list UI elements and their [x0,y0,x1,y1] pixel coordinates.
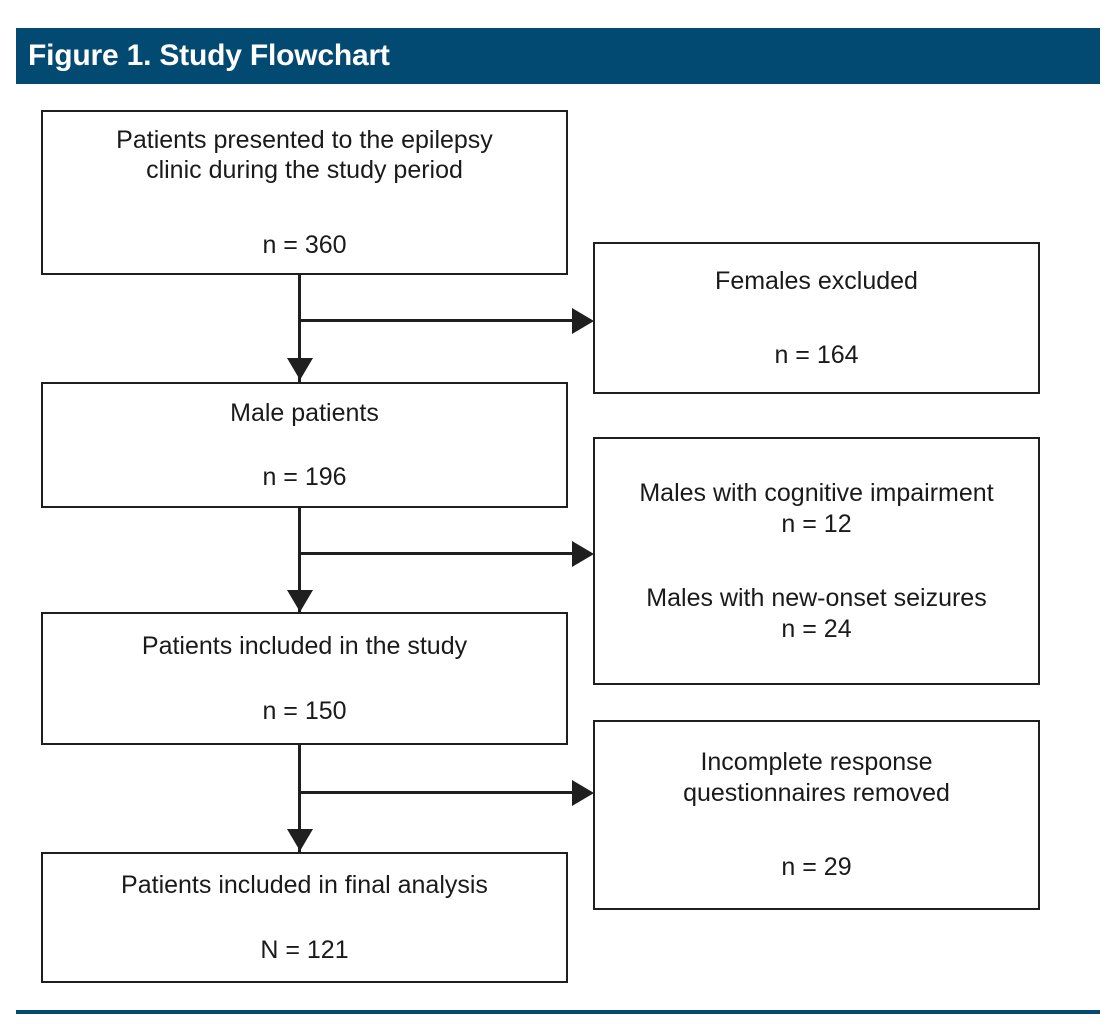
arrowhead-down-to-final-analysis [287,829,313,851]
connector-branch-to-females-excluded [298,319,576,322]
figure-title: Figure 1. Study Flowchart [28,39,390,72]
node-text-line: Incomplete response [700,748,933,777]
connector-branch-to-cognitive-exclusions [298,552,576,555]
figure-title-banner: Figure 1. Study Flowchart [16,28,1100,84]
arrowhead-right-to-cognitive-exclusions [572,541,594,567]
node-text-line: Patients presented to the epilepsy [116,125,493,154]
flow-node-patients-presented: Patients presented to the epilepsy clini… [41,110,568,275]
connector-trunk-included-to-final [298,745,301,853]
arrowhead-down-to-male-patients [287,358,313,380]
node-count: n = 29 [781,853,852,882]
exclusion-node-females-excluded: Females excluded n = 164 [593,242,1040,394]
node-text-line: Patients included in the study [141,632,468,660]
exclusion-node-incomplete-questionnaires: Incomplete response questionnaires remov… [593,720,1040,910]
node-count: n = 164 [774,341,859,369]
node-text-line: Males with new-onset seizures [646,584,987,612]
node-text-line: Male patients [230,398,379,427]
arrowhead-right-to-females-excluded [572,308,594,334]
figure-bottom-rule [16,1010,1100,1014]
node-count: n = 196 [262,463,347,491]
node-count: n = 150 [262,696,347,725]
flow-node-male-patients: Male patients n = 196 [41,382,568,508]
exclusion-node-cognitive-and-new-onset: Males with cognitive impairment n = 12 M… [593,437,1040,685]
node-text-line: Patients included in final analysis [121,871,488,899]
flow-node-patients-included-final-analysis: Patients included in final analysis N = … [41,852,568,983]
node-text-line: clinic during the study period [146,156,463,185]
connector-branch-to-incomplete-questionnaires [298,791,576,794]
connector-trunk-males-to-included [298,508,301,614]
node-count: n = 360 [262,230,347,259]
node-count: n = 12 [781,509,852,538]
flow-node-patients-included-in-study: Patients included in the study n = 150 [41,612,568,745]
node-text-line: Males with cognitive impairment [639,479,994,507]
connector-trunk-presented-to-males [298,275,301,385]
arrowhead-right-to-incomplete-questionnaires [572,780,594,806]
node-count: n = 24 [781,614,852,643]
node-count: N = 121 [260,935,349,964]
arrowhead-down-to-patients-included [287,590,313,612]
node-text-line: questionnaires removed [683,778,950,807]
node-text-line: Females excluded [715,266,918,295]
